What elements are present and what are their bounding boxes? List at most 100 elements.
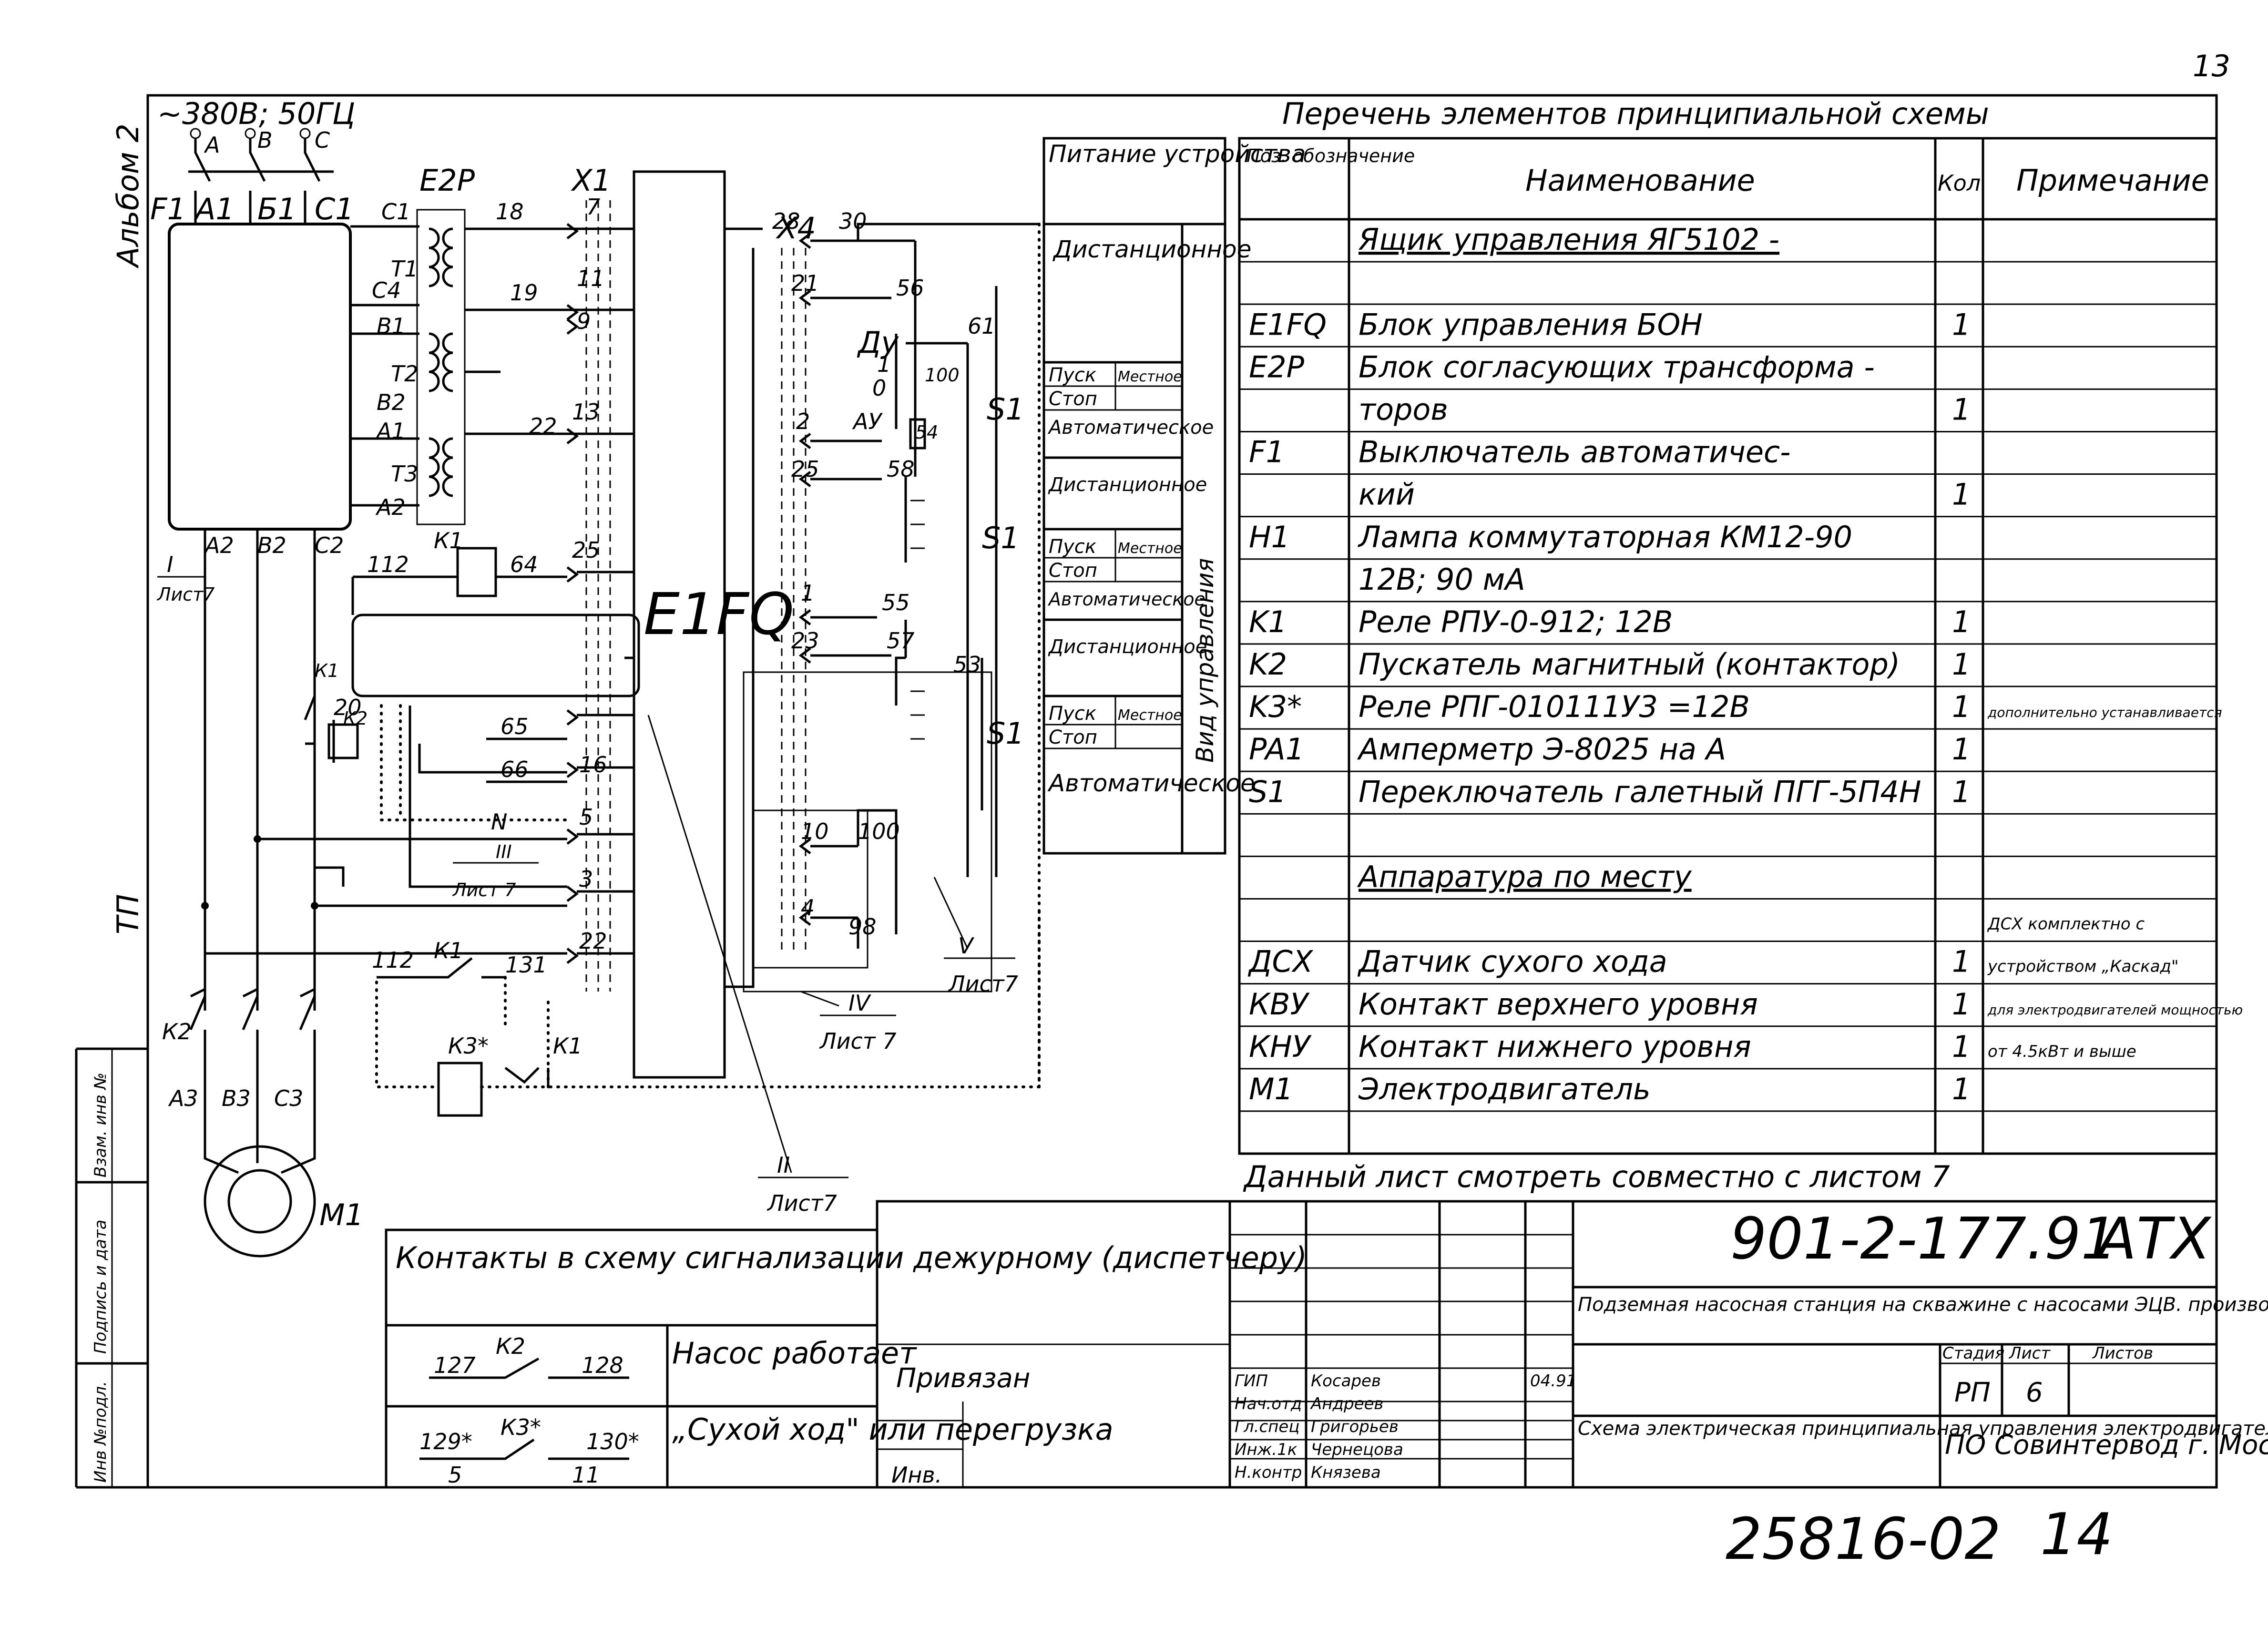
row-name: Переключатель галетный ПГГ-5П4Н — [1359, 774, 1921, 809]
k1-k2-side — [304, 620, 335, 810]
g3-main: Дистанционное — [1048, 636, 1207, 658]
row-note: устройством „Каскад" — [1987, 957, 2179, 976]
x1-connectors — [566, 223, 579, 964]
row-name: Датчик сухого хода — [1357, 944, 1667, 979]
inner-wires — [380, 704, 569, 821]
t2-coils — [429, 332, 453, 392]
row-name: Контакт верхнего уровня — [1359, 987, 1758, 1022]
n57-label: 57 — [887, 628, 915, 654]
g2-pusk: Пуск — [1049, 536, 1096, 558]
contacts-title: Контакты в схему сигнализации дежурному … — [396, 1240, 1307, 1275]
row-name: торов — [1359, 392, 1448, 427]
b1-label: В1 — [377, 313, 406, 339]
n7-label: 7 — [586, 194, 600, 220]
g1-mest: Местное — [1118, 368, 1182, 385]
nn-label: N — [491, 809, 507, 835]
g1-main: Дистанционное — [1052, 235, 1251, 263]
x4-connectors — [798, 233, 811, 926]
row-qty: 1 — [1952, 307, 1971, 342]
row-pos: ДСХ — [1247, 944, 1314, 979]
junction-a — [201, 902, 209, 910]
stamp-role: ГИП — [1235, 1371, 1268, 1391]
b3-label: В3 — [222, 1085, 251, 1111]
n56-label: 56 — [896, 275, 924, 301]
b2-label: В2 — [377, 389, 406, 415]
row-qty: 1 — [1952, 944, 1971, 979]
n10-label: 10 — [801, 819, 829, 844]
bottom-page: 14 — [2040, 1502, 2113, 1568]
e2p-label: Е2Р — [419, 163, 475, 198]
breaker-f1 — [188, 138, 334, 182]
a1-label: А1 — [375, 418, 406, 444]
n112b-label: 112 — [372, 947, 414, 973]
hdr-qty: Кол — [1938, 170, 1981, 196]
stamp-name: Григорьев — [1311, 1417, 1399, 1436]
phase-a: А — [204, 132, 220, 158]
row-pos: PA1 — [1249, 732, 1304, 767]
stamp-drawing: Схема электрическая принципиальная управ… — [1578, 1418, 2268, 1440]
k2-contact-label: К2 — [162, 1019, 192, 1044]
n0-label: 0 — [872, 375, 886, 401]
row-note: для электродвигателей мощностью — [1987, 1002, 2243, 1018]
k2-contacts — [189, 988, 316, 1087]
hdr-pos: Поз. обозначение — [1246, 145, 1415, 166]
row-pos: E2P — [1249, 349, 1305, 384]
inner-wires-2 — [409, 706, 567, 888]
side-tp: ТП — [111, 894, 145, 935]
row-name: Блок управления БОН — [1359, 307, 1703, 342]
n22-label: 22 — [529, 413, 557, 439]
remark: Данный лист смотреть совместно с листом … — [1243, 1159, 1950, 1194]
ref-iv-roman: IV — [848, 990, 872, 1016]
stage-value: РП — [1954, 1377, 1991, 1408]
x4-label: Х4 — [776, 211, 816, 246]
ref-v-roman: V — [958, 933, 975, 959]
n131-label: 131 — [505, 952, 547, 978]
breaker-b1-label: Б1 — [257, 192, 296, 226]
k1-side-label: К1 — [315, 660, 339, 681]
privyazan-lines — [877, 1402, 964, 1487]
s1c-label: S1 — [987, 716, 1024, 751]
c1-label: С1 — [381, 199, 410, 225]
n100-label: 100 — [925, 365, 960, 386]
row-pos: F1 — [1249, 435, 1285, 470]
k1-wires — [351, 575, 567, 615]
e2p-block — [416, 209, 466, 525]
stage-label: Стадия — [1942, 1344, 2004, 1363]
stamp-role: Инж.1к — [1235, 1440, 1297, 1459]
row-qty: 1 — [1952, 987, 1971, 1022]
motor-m1-outer — [204, 1145, 316, 1258]
bottom-code: 25816-02 — [1726, 1506, 2001, 1573]
hdr-note: Примечание — [2016, 163, 2209, 198]
inv-label: Инв. — [891, 1462, 942, 1488]
n65-label: 65 — [501, 714, 529, 739]
control-circuit: Х1 7 11 9 Е1FQ 112 К1 64 25 К1 20 К2 65 — [205, 163, 1041, 1216]
stamp-suffix: АТХ — [2094, 1206, 2212, 1272]
k2-side-label: К2 — [343, 708, 368, 729]
k2-coil — [327, 723, 359, 759]
row-qty: 1 — [1952, 647, 1971, 682]
row-qty: 1 — [1952, 774, 1971, 809]
row-note: ДСХ комплектно с — [1987, 915, 2145, 934]
row-pos: М1 — [1249, 1072, 1293, 1106]
ref-ii-roman: II — [777, 1152, 790, 1178]
n22b-label: 22 — [579, 928, 607, 954]
c4-label: С4 — [372, 277, 401, 303]
x4-top-wire — [857, 223, 1039, 241]
side-album: Альбом 2 — [111, 123, 145, 269]
a2-label-tr: А2 — [375, 494, 406, 520]
s1b-label: S1 — [982, 521, 1020, 555]
n112-label: 112 — [367, 552, 409, 577]
g1-pusk: Пуск — [1049, 364, 1096, 386]
row-name: Аппаратура по месту — [1357, 860, 1692, 894]
row-pos: K1 — [1249, 604, 1287, 639]
phase-c: С — [315, 127, 330, 153]
n25-label: 25 — [572, 537, 600, 563]
row-qty: 1 — [1952, 1072, 1971, 1106]
c2-sub-right: 11 — [572, 1462, 600, 1488]
privyazan-label: Привязан — [896, 1363, 1030, 1394]
n23-label: 23 — [791, 628, 819, 654]
stamp-name: Чернецова — [1311, 1440, 1403, 1459]
g2-auto: Автоматическое — [1047, 589, 1206, 610]
